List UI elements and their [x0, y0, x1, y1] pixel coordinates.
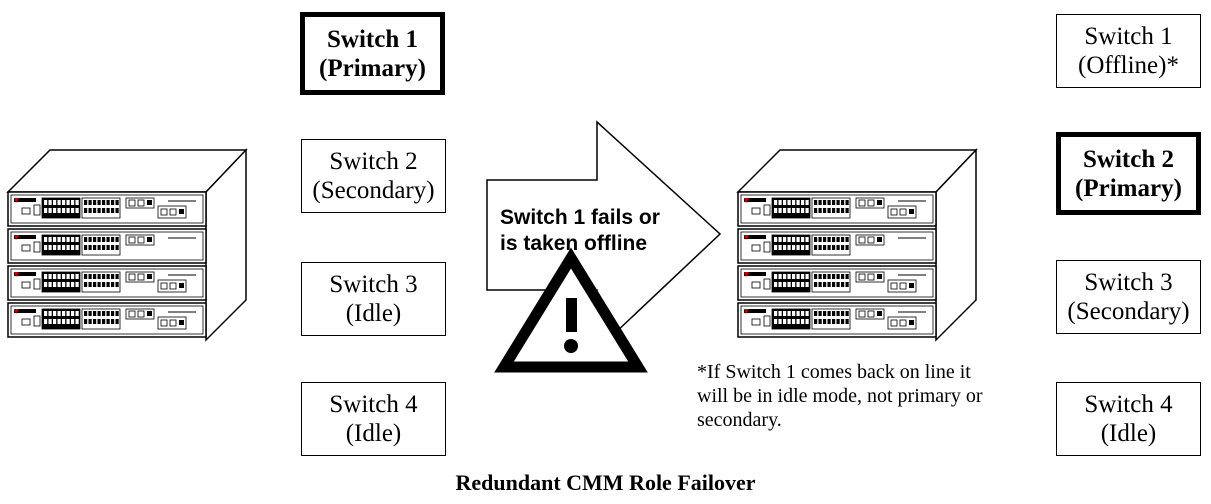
- switch-unit-icon: [737, 302, 937, 338]
- switch-role: (Secondary): [312, 177, 435, 204]
- after-switch-1-box: Switch 1 (Offline)*: [1056, 14, 1201, 88]
- switch-name: Switch 4: [329, 391, 418, 418]
- before-switch-1-box: Switch 1 (Primary): [300, 12, 445, 95]
- footnote-line: secondary.: [697, 409, 782, 431]
- switch-unit-icon: [7, 302, 207, 338]
- switch-name: Switch 3: [329, 271, 418, 298]
- switch-role: (Secondary): [1067, 298, 1190, 325]
- switch-unit-icon: [7, 191, 207, 227]
- before-switch-4-box: Switch 4 (Idle): [301, 382, 446, 456]
- switch-role: (Idle): [1100, 420, 1157, 447]
- after-switch-3-box: Switch 3 (Secondary): [1056, 260, 1201, 334]
- failover-label-line: is taken offline: [500, 232, 648, 255]
- footnote-line: will be in idle mode, not primary or: [697, 385, 983, 407]
- switch-unit-icon: [737, 265, 937, 301]
- switch-role: (Primary): [319, 54, 426, 82]
- switch-unit-icon: [7, 228, 207, 264]
- footnote-line: *If Switch 1 comes back on line it: [697, 361, 971, 383]
- switch-unit-icon: [737, 228, 937, 264]
- switch-unit-icon: [7, 265, 207, 301]
- switch-role: (Idle): [345, 420, 402, 447]
- switch-name: Switch 3: [1084, 269, 1173, 296]
- before-switch-2-box: Switch 2 (Secondary): [301, 139, 446, 213]
- switch-unit-icon: [737, 191, 937, 227]
- switch-role: (Idle): [345, 300, 402, 327]
- switch-role: (Offline)*: [1078, 52, 1179, 79]
- failover-label-line: Switch 1 fails or: [500, 206, 660, 229]
- switch-name: Switch 4: [1084, 391, 1173, 418]
- switch-name: Switch 2: [329, 148, 418, 175]
- footnote: *If Switch 1 comes back on line it will …: [697, 360, 983, 432]
- after-switch-4-box: Switch 4 (Idle): [1056, 382, 1201, 456]
- failover-label: Switch 1 fails or is taken offline: [500, 205, 660, 257]
- switch-role: (Primary): [1075, 174, 1182, 202]
- after-switch-2-box: Switch 2 (Primary): [1056, 132, 1201, 215]
- switch-name: Switch 1: [327, 25, 418, 53]
- before-switch-3-box: Switch 3 (Idle): [301, 262, 446, 336]
- switch-name: Switch 2: [1083, 145, 1174, 173]
- switch-name: Switch 1: [1084, 23, 1173, 50]
- diagram-caption: Redundant CMM Role Failover: [455, 470, 756, 495]
